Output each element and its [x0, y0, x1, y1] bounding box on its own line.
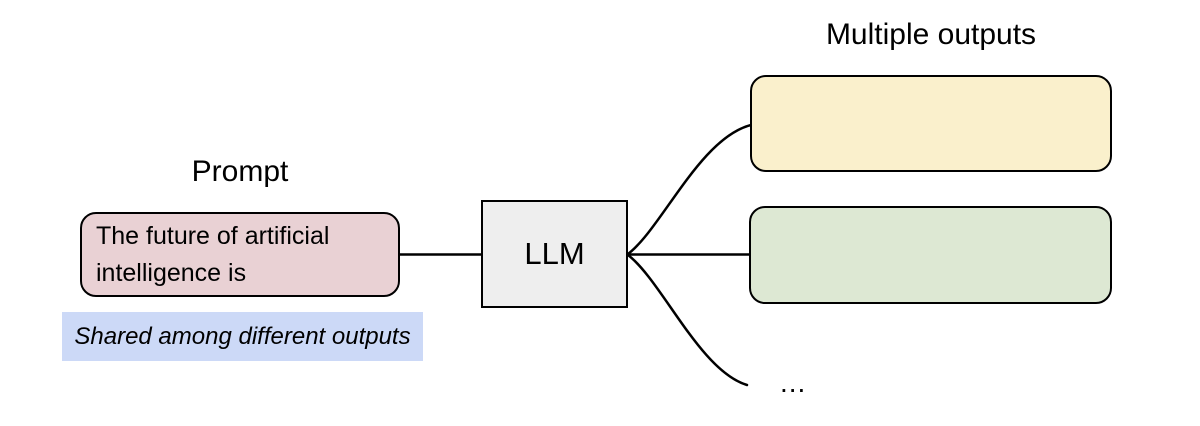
connector-llm-to-ellipsis [626, 253, 749, 387]
ellipsis-more-outputs: ... [780, 367, 807, 398]
output-box-2 [749, 206, 1112, 304]
llm-label: LLM [524, 236, 585, 271]
output-box-1 [750, 75, 1112, 172]
llm-box: LLM [481, 200, 628, 308]
outputs-label: Multiple outputs [825, 18, 1037, 51]
shared-note: Shared among different outputs [62, 312, 423, 361]
prompt-box-text: The future of artificial intelligence is [96, 221, 330, 287]
prompt-label: Prompt [191, 155, 289, 188]
connector-llm-to-output-1 [626, 123, 753, 256]
prompt-box: The future of artificial intelligence is [80, 212, 400, 297]
